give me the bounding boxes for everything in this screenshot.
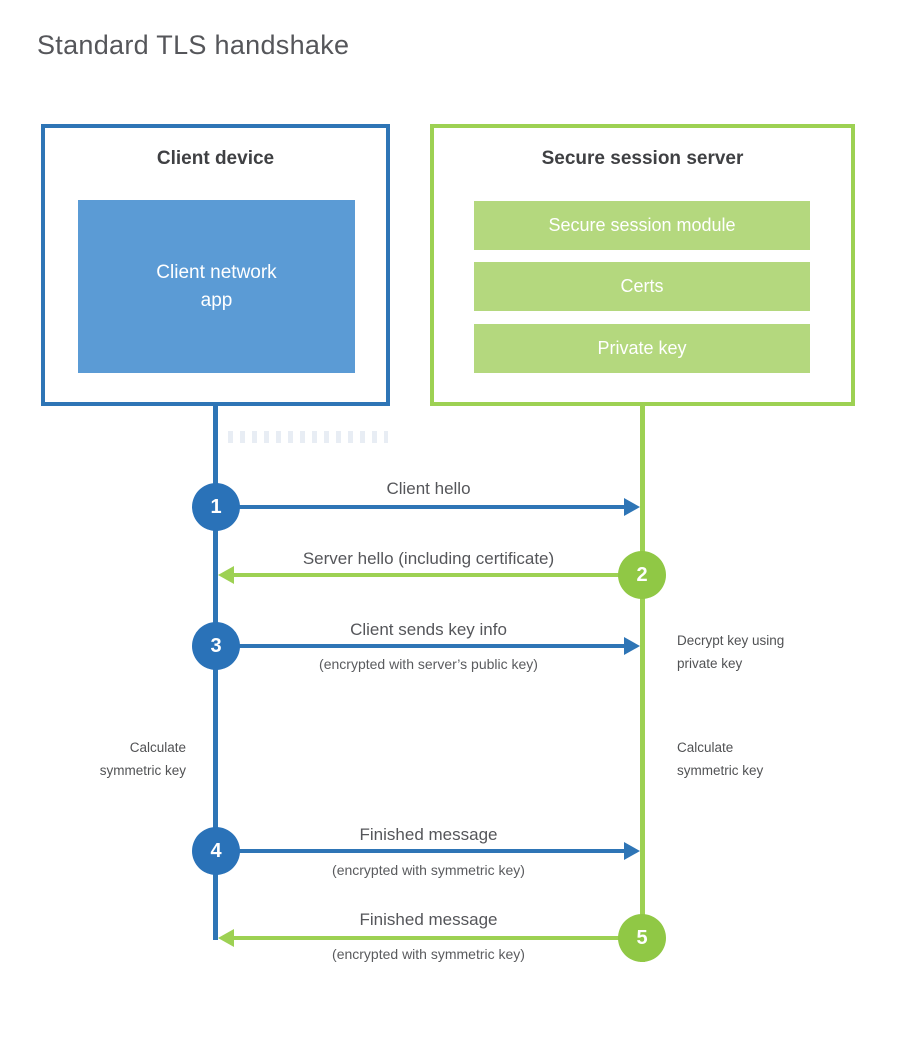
secure-session-server-title: Secure session server: [541, 148, 744, 169]
step3-arrowhead-right-icon: [624, 637, 640, 655]
client-lifeline: [213, 406, 218, 940]
note-decrypt-key: Decrypt key using private key: [677, 633, 785, 671]
step1-arrow-line: [238, 505, 626, 509]
step5-label: Finished message: [359, 910, 498, 929]
step2-badge: 2: [618, 551, 666, 599]
step4-badge: 4: [192, 827, 240, 875]
step2-label: Server hello (including certificate): [302, 549, 555, 568]
step5-arrow-line: [230, 936, 620, 940]
step5-badge: 5: [618, 914, 666, 962]
step1-label: Client hello: [386, 479, 471, 498]
step3-sublabel: (encrypted with server’s public key): [319, 656, 538, 672]
step3-label: Client sends key info: [350, 620, 507, 639]
step4-sublabel: (encrypted with symmetric key): [332, 862, 525, 878]
client-network-app-box: Client network app: [78, 200, 355, 373]
page-title: Standard TLS handshake: [37, 30, 350, 60]
note-calculate-symmetric-right: Calculate symmetric key: [677, 740, 764, 778]
step3-badge: 3: [192, 622, 240, 670]
step3-arrow-line: [238, 644, 626, 648]
client-device-title: Client device: [156, 148, 275, 169]
server-module-private-key: Private key: [474, 324, 810, 373]
step1-badge: 1: [192, 483, 240, 531]
step2-arrowhead-left-icon: [218, 566, 234, 584]
server-module-secure-session: Secure session module: [474, 201, 810, 250]
step4-label: Finished message: [359, 825, 498, 844]
server-module-certs: Certs: [474, 262, 810, 311]
faint-tick-artifact: [228, 431, 388, 443]
step4-arrow-line: [238, 849, 626, 853]
step1-arrowhead-right-icon: [624, 498, 640, 516]
server-lifeline: [640, 406, 645, 962]
step2-arrow-line: [230, 573, 620, 577]
note-calculate-symmetric-left: Calculate symmetric key: [99, 740, 186, 778]
step4-arrowhead-right-icon: [624, 842, 640, 860]
step5-arrowhead-left-icon: [218, 929, 234, 947]
step5-sublabel: (encrypted with symmetric key): [332, 946, 525, 962]
